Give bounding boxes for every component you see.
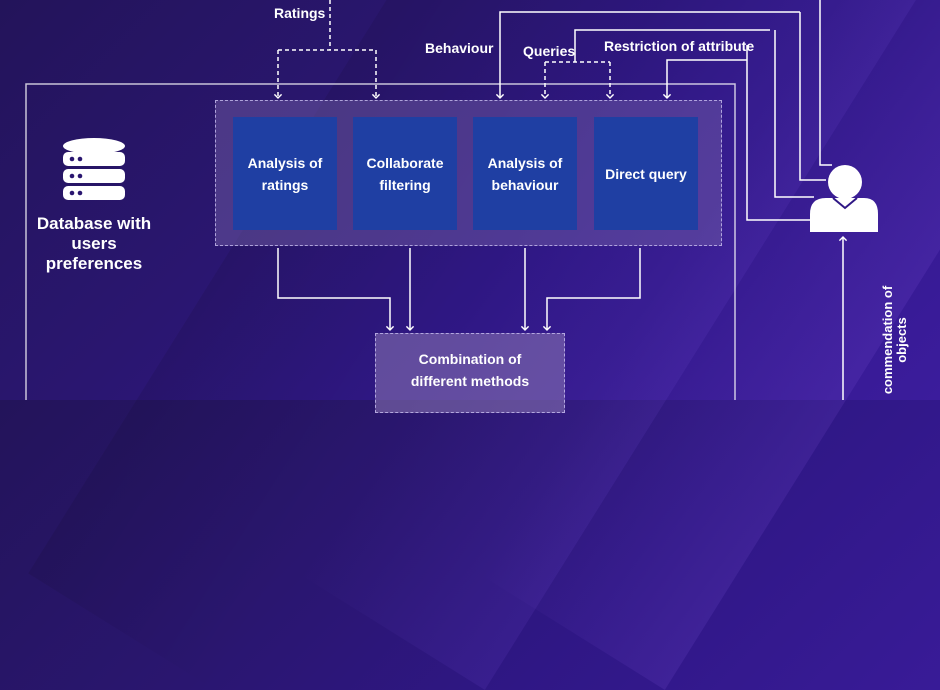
method-direct-query: Direct query [594, 117, 698, 230]
recommendation-line2: objects [894, 317, 909, 363]
database-label: Database with users preferences [20, 214, 168, 274]
database-label-line2: users [71, 234, 117, 253]
user-feeds [495, 0, 848, 400]
ratings-feed [273, 0, 381, 100]
behaviour-label: Behaviour [425, 40, 494, 56]
method-line1: Analysis of [487, 154, 563, 171]
method-analysis-of-behaviour: Analysis of behaviour [473, 117, 577, 230]
combination-box: Combination of different methods [375, 333, 565, 413]
queries-feed [540, 61, 615, 100]
method-line1: Analysis of [247, 154, 323, 171]
combination-line1: Combination of [418, 351, 522, 367]
method-line2: filtering [379, 176, 431, 193]
method-outputs [277, 248, 641, 332]
queries-label: Queries [523, 43, 576, 59]
method-line1: Direct query [605, 165, 687, 182]
recommendation-label: commendation of objects [880, 285, 909, 395]
method-line1: Collaborate [366, 154, 444, 171]
database-label-line1: Database with [36, 214, 152, 233]
connector-lines [25, 0, 878, 400]
user-icon [810, 165, 878, 232]
database-label-line3: preferences [45, 254, 143, 273]
database-icon [63, 138, 125, 200]
combination-line2: different methods [410, 373, 530, 389]
method-collaborate-filtering: Collaborate filtering [353, 117, 457, 230]
method-analysis-of-ratings: Analysis of ratings [233, 117, 337, 230]
method-line2: behaviour [491, 176, 559, 193]
system-frame [25, 83, 736, 400]
recommendation-line1: commendation of [880, 285, 895, 395]
method-line2: ratings [261, 176, 309, 193]
ratings-label: Ratings [274, 5, 326, 21]
restriction-label: Restriction of attribute [604, 38, 755, 54]
